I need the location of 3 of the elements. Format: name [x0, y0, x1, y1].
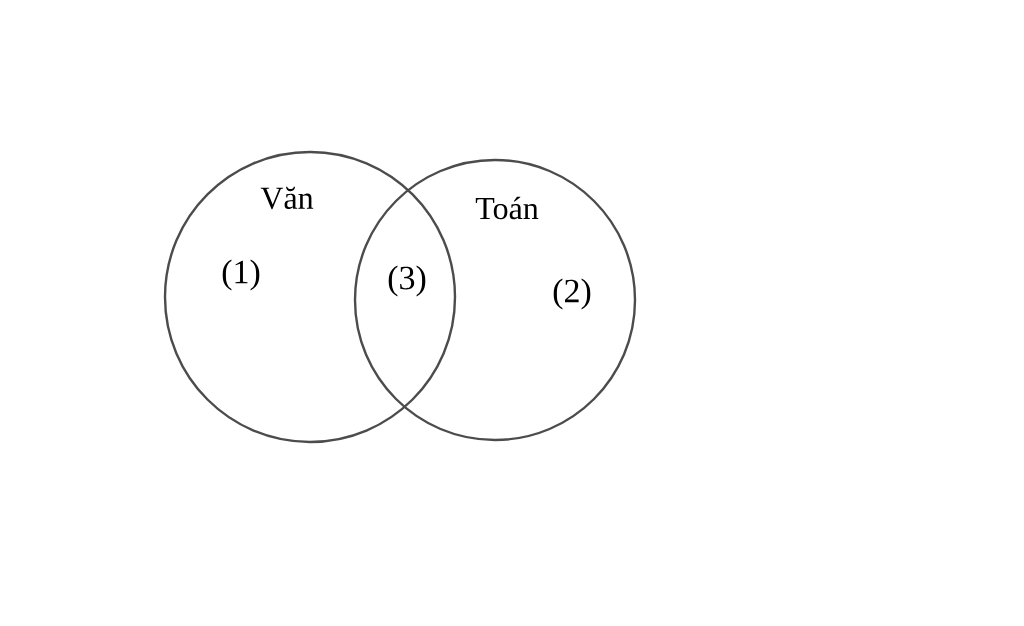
region-label: (1)	[222, 259, 260, 291]
region-label: (3)	[388, 265, 426, 297]
region-label: (2)	[553, 278, 591, 310]
